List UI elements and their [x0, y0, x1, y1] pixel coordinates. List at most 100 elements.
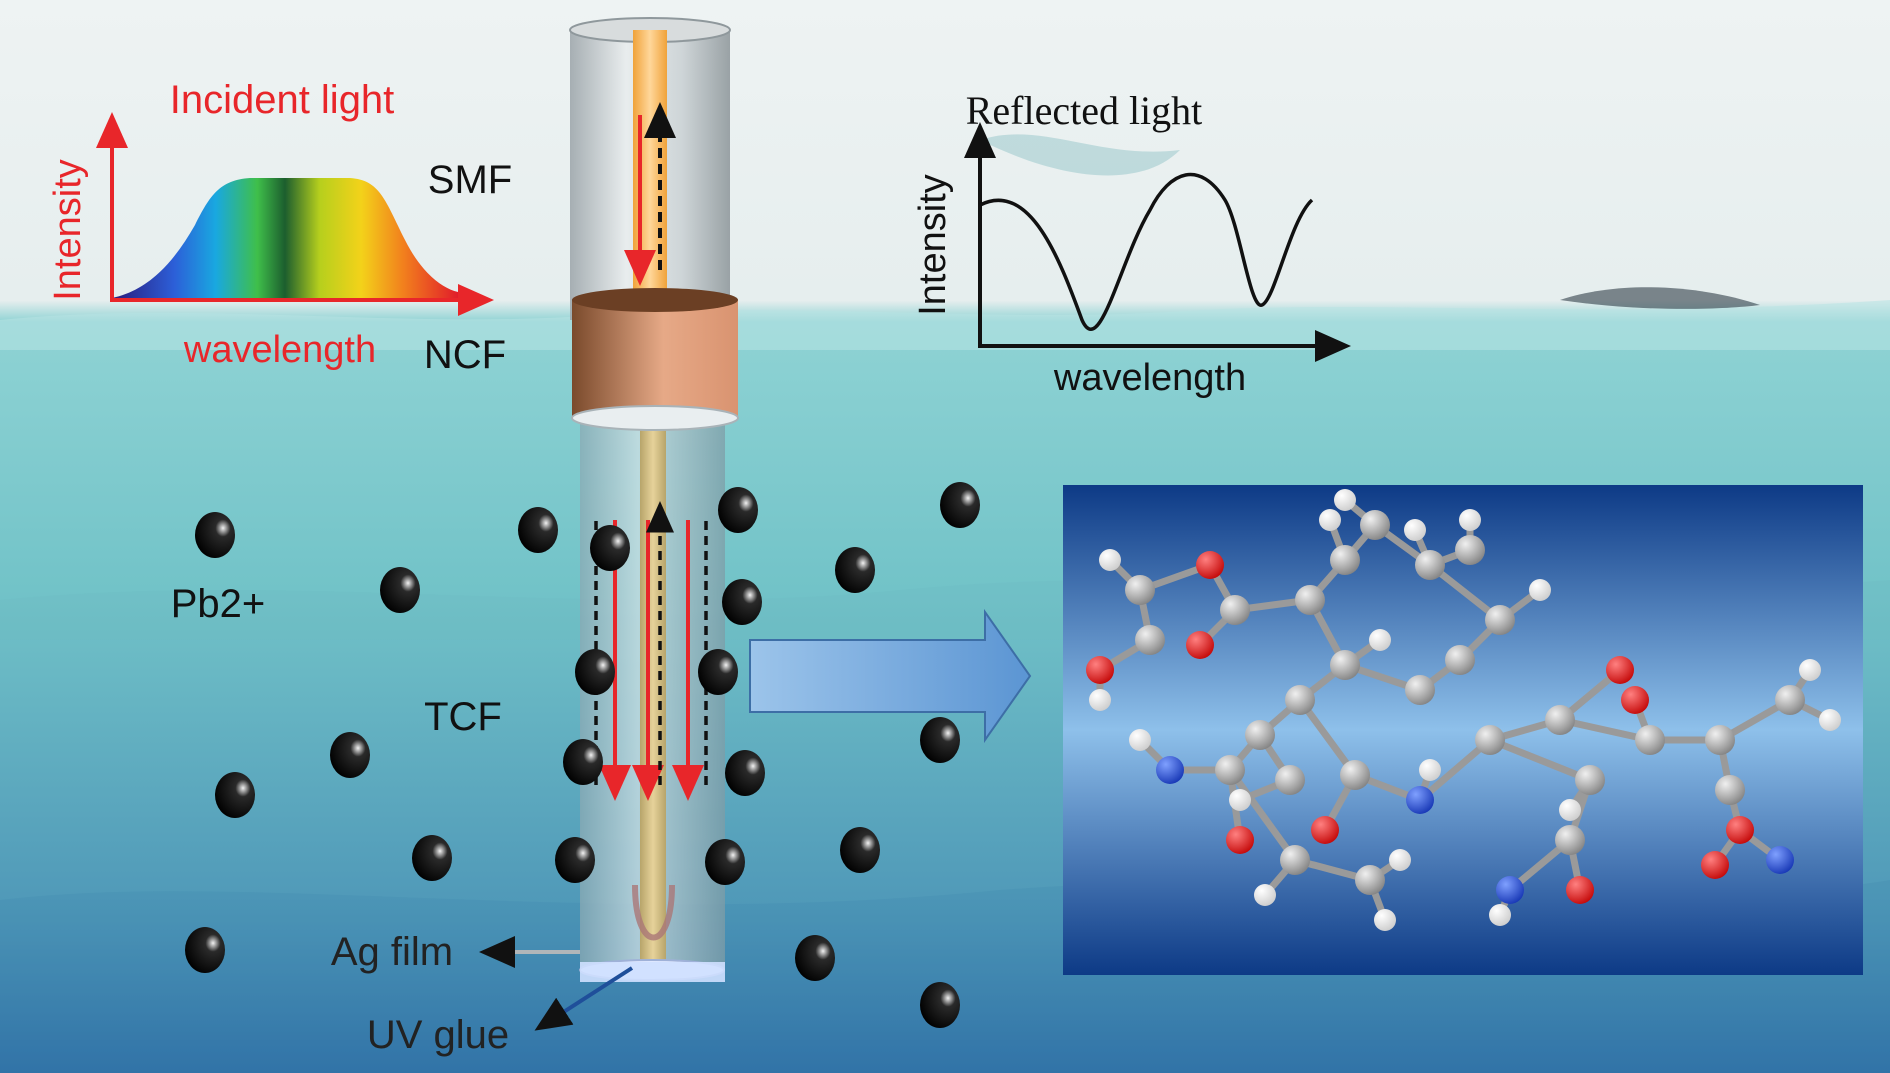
black-sphere-icon	[920, 982, 960, 1028]
black-sphere-icon	[518, 507, 558, 553]
molecule-atom	[1405, 675, 1435, 705]
molecule-atom	[1229, 789, 1251, 811]
molecule-bond	[1297, 697, 1358, 778]
black-sphere-icon	[380, 567, 420, 613]
reflection-u-turn	[632, 884, 675, 941]
incident-light-plot: Incident light Intensity wavelength	[47, 78, 494, 371]
molecule-atom	[1545, 705, 1575, 735]
molecule-atom	[1319, 509, 1341, 531]
black-sphere-icon	[920, 717, 960, 763]
black-sphere-icon	[705, 839, 745, 885]
molecule-atom	[1766, 846, 1794, 874]
tcf-core	[640, 420, 666, 965]
reflected-title: Reflected light	[966, 88, 1203, 133]
molecule-atom	[1775, 685, 1805, 715]
molecule-atom	[1559, 799, 1581, 821]
molecule-atom	[1606, 656, 1634, 684]
black-sphere-icon	[722, 579, 762, 625]
molecule-atom	[1445, 645, 1475, 675]
molecule-atom	[1406, 786, 1434, 814]
fiber-probe	[569, 17, 739, 982]
molecule-atom	[1459, 509, 1481, 531]
molecule-atom	[1374, 909, 1396, 931]
pb-ion-group	[185, 482, 980, 1028]
ball-and-stick-molecule-icon	[1086, 489, 1841, 931]
molecule-atom	[1311, 816, 1339, 844]
molecule-atom	[1355, 865, 1385, 895]
incident-title: Incident light	[170, 78, 395, 122]
ncf-bottom-rim	[571, 405, 739, 431]
black-sphere-icon	[835, 547, 875, 593]
uv-glue-label: UV glue	[367, 1013, 509, 1057]
smf-label: SMF	[428, 158, 512, 202]
ag-film-label: Ag film	[331, 930, 453, 974]
molecule-atom	[1280, 845, 1310, 875]
molecule-atom	[1340, 760, 1370, 790]
molecule-atom	[1089, 689, 1111, 711]
reflected-light-plot: Reflected light Intensity wavelength	[912, 88, 1351, 399]
molecule-atom	[1404, 519, 1426, 541]
molecule-bond	[1488, 736, 1592, 784]
molecule-atom	[1415, 550, 1445, 580]
incident-ylabel: Intensity	[47, 159, 89, 301]
molecule-atom	[1330, 650, 1360, 680]
molecule-atom	[1489, 904, 1511, 926]
black-sphere-icon	[185, 927, 225, 973]
black-sphere-icon	[412, 835, 452, 881]
reflected-curve	[979, 172, 1314, 331]
molecule-atom	[1635, 725, 1665, 755]
black-sphere-icon	[195, 512, 235, 558]
molecule-atom	[1196, 551, 1224, 579]
molecule-atom	[1726, 816, 1754, 844]
reflected-xlabel: wavelength	[1053, 357, 1246, 399]
black-sphere-icon	[590, 525, 630, 571]
molecule-atom	[1129, 729, 1151, 751]
molecule-bond	[1417, 737, 1493, 803]
molecule-atom	[1701, 851, 1729, 879]
black-sphere-icon	[725, 750, 765, 796]
ncf-coupler	[572, 300, 738, 418]
molecule-atom	[1485, 605, 1515, 635]
molecule-atom	[1360, 510, 1390, 540]
molecule-atom	[1125, 575, 1155, 605]
molecule-atom	[1621, 686, 1649, 714]
molecule-bond	[1559, 716, 1651, 744]
molecule-bond	[1227, 767, 1298, 863]
molecule-atom	[1099, 549, 1121, 571]
molecule-atom	[1455, 535, 1485, 565]
black-sphere-icon	[330, 732, 370, 778]
incident-xlabel: wavelength	[183, 329, 376, 371]
molecule-atom	[1334, 489, 1356, 511]
molecule-atom	[1555, 825, 1585, 855]
molecule-atom	[1575, 765, 1605, 795]
block-arrow-right-icon	[749, 608, 1032, 744]
black-sphere-icon	[698, 649, 738, 695]
molecule-atom	[1496, 876, 1524, 904]
uv-glue-cap	[580, 962, 725, 982]
molecule-atom	[1156, 756, 1184, 784]
molecule-atom	[1220, 595, 1250, 625]
molecule-atom	[1819, 709, 1841, 731]
molecule-atom	[1215, 755, 1245, 785]
molecule-atom	[1135, 625, 1165, 655]
molecule-atom	[1705, 725, 1735, 755]
molecule-atom	[1566, 876, 1594, 904]
molecule-atom	[1186, 631, 1214, 659]
molecule-atom	[1275, 765, 1305, 795]
pb-label: Pb2+	[171, 582, 266, 626]
tcf-label: TCF	[424, 695, 502, 739]
black-sphere-icon	[840, 827, 880, 873]
molecule-atom	[1254, 884, 1276, 906]
black-sphere-icon	[940, 482, 980, 528]
ncf-top-rim	[572, 288, 738, 312]
incident-spectrum-area	[112, 178, 458, 298]
black-sphere-icon	[555, 837, 595, 883]
molecule-atom	[1369, 629, 1391, 651]
molecule-atom	[1799, 659, 1821, 681]
molecule-atom	[1295, 585, 1325, 615]
black-sphere-icon	[215, 772, 255, 818]
molecule-atom	[1529, 579, 1551, 601]
molecule-atom	[1285, 685, 1315, 715]
reflected-ylabel: Intensity	[912, 174, 954, 316]
